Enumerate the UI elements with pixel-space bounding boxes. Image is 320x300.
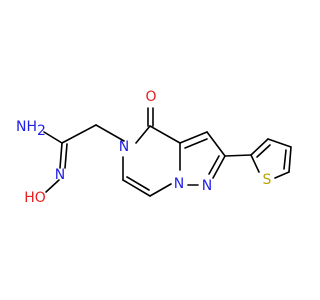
bond-c3a-c3-1 <box>179 131 208 144</box>
bond-c-nh2 <box>43 131 63 144</box>
chemical-structure-diagram: NH2 N HO O N N N S <box>16 89 292 206</box>
bond-c4-c3a <box>149 125 181 144</box>
bond-n5-c4 <box>135 125 151 144</box>
atom-labels: NH2 N HO O N N N S <box>16 89 272 206</box>
amine-label: NH2 <box>16 119 46 139</box>
bond-c7-c6-2 <box>126 176 150 191</box>
bond-c7-c6-1 <box>122 179 151 197</box>
bond-c2-thienyl <box>224 154 252 157</box>
bond-th-c4-c5-2 <box>283 149 287 170</box>
bond-n-oh <box>45 179 60 193</box>
bond-th-c2-c3-2 <box>256 144 271 158</box>
bond-c2-n1-1 <box>212 155 226 179</box>
bond-th-c3-c4 <box>267 138 292 148</box>
bond-c3a-c3-2 <box>184 138 208 149</box>
bond-th-c5-s <box>274 171 290 179</box>
bond-th-c4-c5-1 <box>288 146 292 173</box>
bond-c-ch2 <box>61 124 97 144</box>
bridgehead-nitrogen-label: N <box>174 176 184 192</box>
bond-c3-c2 <box>206 131 226 157</box>
thiophene-sulfur-label: S <box>263 172 272 188</box>
pyrazole-nitrogen-label: N <box>202 178 212 194</box>
oxime-nitrogen-label: N <box>55 167 65 183</box>
bond-n7a-c7 <box>149 183 172 197</box>
hydroxyl-label: HO <box>24 190 46 206</box>
ring-nitrogen-5-label: N <box>119 139 129 155</box>
bonds <box>43 107 292 197</box>
carbonyl-oxygen-label: O <box>145 89 156 105</box>
bond-th-s-c2 <box>250 154 260 173</box>
bond-c-n-oxime-2 <box>64 143 68 169</box>
bond-c2-n1-2 <box>208 155 220 175</box>
bond-ch2-n5 <box>95 124 125 142</box>
bond-th-c2-c3-1 <box>250 138 269 156</box>
bond-c-n-oxime-1 <box>59 142 63 169</box>
